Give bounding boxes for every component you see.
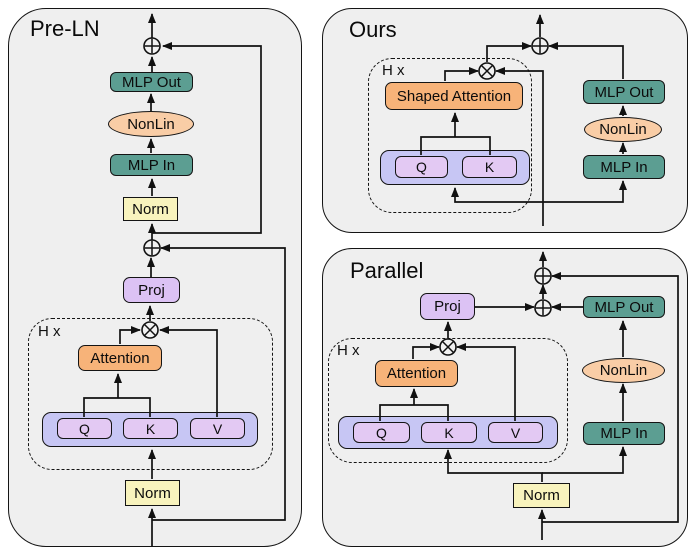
ours-attention-to-mult bbox=[444, 67, 479, 81]
pre-ln-qk-connector bbox=[83, 397, 151, 417]
pre-ln-title: Pre-LN bbox=[30, 16, 100, 41]
ours-mlp-out-box: MLP Out bbox=[583, 80, 665, 104]
pre-ln-mlp-norm-box: Norm bbox=[123, 197, 178, 221]
ours-branch-to-qk bbox=[451, 187, 543, 203]
pre-ln-attn-norm-box: Norm bbox=[125, 480, 180, 506]
pre-ln-v-to-mult bbox=[159, 326, 218, 417]
pre-ln-attention-box: Attention bbox=[78, 345, 162, 371]
parallel-q-box: Q bbox=[353, 422, 410, 443]
parallel-v-box: V bbox=[488, 422, 543, 443]
pre-ln-attn-add-operator-icon bbox=[143, 239, 161, 257]
parallel-attention-to-mult bbox=[412, 343, 440, 359]
pre-ln-mlp-residual bbox=[152, 42, 262, 234]
ours-loop-label: H x bbox=[382, 62, 405, 79]
pre-ln-q-box: Q bbox=[57, 418, 112, 439]
pre-ln-k-box: K bbox=[123, 418, 178, 439]
ours-mlpout-to-add bbox=[548, 42, 624, 79]
ours-multiply-operator-icon bbox=[478, 62, 496, 80]
parallel-k-box: K bbox=[421, 422, 477, 443]
ours-input-trunk-to-mult bbox=[495, 67, 544, 226]
parallel-mid-add-operator-icon bbox=[534, 299, 552, 317]
parallel-loop-label: H x bbox=[337, 342, 360, 359]
parallel-mlp-in-box: MLP In bbox=[583, 422, 665, 445]
parallel-top-add-operator-icon bbox=[534, 267, 552, 285]
ours-shaped-attention-box: Shaped Attention bbox=[385, 82, 523, 110]
parallel-attention-box: Attention bbox=[375, 360, 458, 387]
parallel-qk-connector bbox=[379, 404, 449, 421]
parallel-norm-to-qkv bbox=[444, 449, 543, 482]
ours-nonlin-ellipse: NonLin bbox=[584, 117, 662, 142]
parallel-connectors bbox=[379, 251, 679, 540]
pre-ln-mlp-in-box: MLP In bbox=[110, 154, 193, 176]
parallel-norm-box: Norm bbox=[513, 483, 570, 508]
pre-ln-connectors bbox=[83, 13, 286, 546]
ours-add-operator-icon bbox=[531, 37, 549, 55]
ours-mult-to-add bbox=[486, 42, 532, 62]
ours-connectors bbox=[420, 14, 627, 226]
parallel-skip-residual bbox=[542, 272, 679, 523]
ours-qk-connector bbox=[420, 136, 491, 155]
parallel-title: Parallel bbox=[350, 258, 424, 283]
ours-branch-to-mlpin bbox=[543, 180, 627, 203]
pre-ln-mlp-add-operator-icon bbox=[143, 37, 161, 55]
ours-q-box: Q bbox=[395, 156, 448, 178]
ours-k-box: K bbox=[462, 156, 517, 178]
pre-ln-loop-label: H x bbox=[38, 323, 61, 340]
parallel-v-to-mult bbox=[456, 343, 516, 421]
parallel-norm-to-mlpin bbox=[542, 446, 627, 474]
ours-heads-dashed-box bbox=[368, 58, 532, 213]
pre-ln-v-box: V bbox=[190, 418, 245, 439]
parallel-proj-box: Proj bbox=[420, 293, 475, 320]
pre-ln-attention-to-mult bbox=[119, 326, 141, 344]
pre-ln-nonlin-ellipse: NonLin bbox=[108, 111, 194, 137]
ours-title: Ours bbox=[349, 17, 397, 42]
parallel-multiply-operator-icon bbox=[439, 338, 457, 356]
parallel-mlp-out-box: MLP Out bbox=[583, 296, 665, 318]
pre-ln-mlp-out-box: MLP Out bbox=[110, 72, 193, 92]
pre-ln-proj-box: Proj bbox=[123, 277, 180, 303]
parallel-nonlin-ellipse: NonLin bbox=[582, 358, 665, 383]
ours-mlp-in-box: MLP In bbox=[583, 155, 665, 179]
pre-ln-multiply-operator-icon bbox=[141, 321, 159, 339]
pre-ln-attn-residual bbox=[152, 244, 286, 521]
